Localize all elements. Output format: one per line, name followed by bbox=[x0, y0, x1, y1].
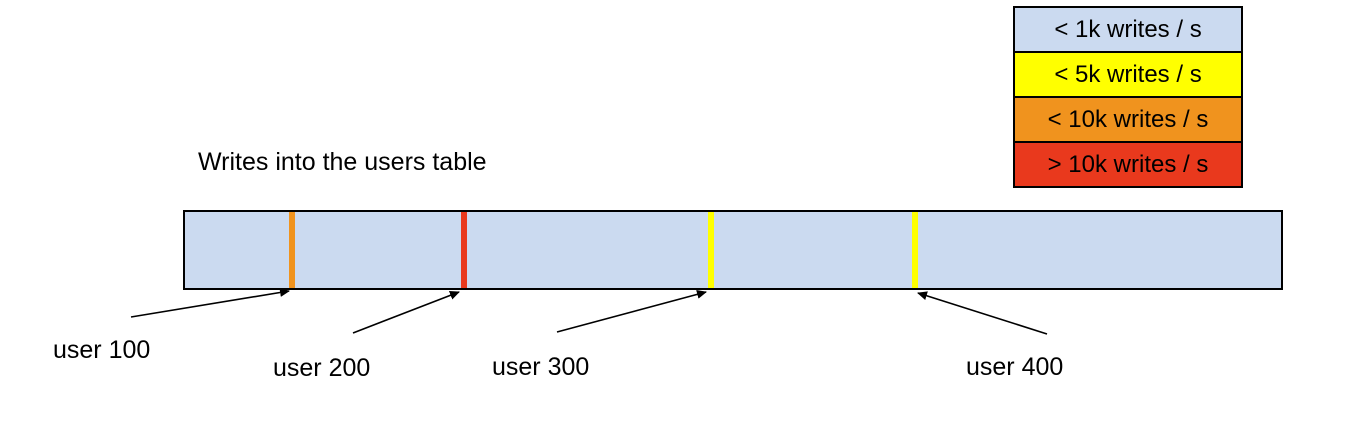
pointer-arrow bbox=[130, 288, 290, 318]
user-label: user 300 bbox=[492, 353, 590, 381]
user-label: user 100 bbox=[53, 336, 151, 364]
diagram-title: Writes into the users table bbox=[198, 148, 487, 176]
write-rate-stripe bbox=[461, 212, 467, 288]
legend-item: > 10k writes / s bbox=[1015, 143, 1241, 186]
write-rate-stripe bbox=[289, 212, 295, 288]
users-table-bar bbox=[183, 210, 1283, 290]
legend-item: < 10k writes / s bbox=[1015, 98, 1241, 143]
legend-item-label: < 10k writes / s bbox=[1047, 105, 1209, 133]
legend-item-label: < 5k writes / s bbox=[1054, 60, 1202, 88]
legend: < 1k writes / s < 5k writes / s < 10k writ… bbox=[1013, 6, 1243, 188]
pointer-arrow bbox=[917, 291, 1048, 335]
write-rate-stripe bbox=[708, 212, 714, 288]
legend-item: < 1k writes / s bbox=[1015, 8, 1241, 53]
pointer-arrow bbox=[556, 289, 707, 333]
write-rate-stripe bbox=[912, 212, 918, 288]
pointer-arrow bbox=[352, 291, 460, 334]
user-label: user 200 bbox=[273, 354, 371, 382]
legend-item-label: > 10k writes / s bbox=[1047, 150, 1209, 178]
legend-item: < 5k writes / s bbox=[1015, 53, 1241, 98]
user-label: user 400 bbox=[966, 353, 1064, 381]
legend-item-label: < 1k writes / s bbox=[1054, 15, 1202, 43]
